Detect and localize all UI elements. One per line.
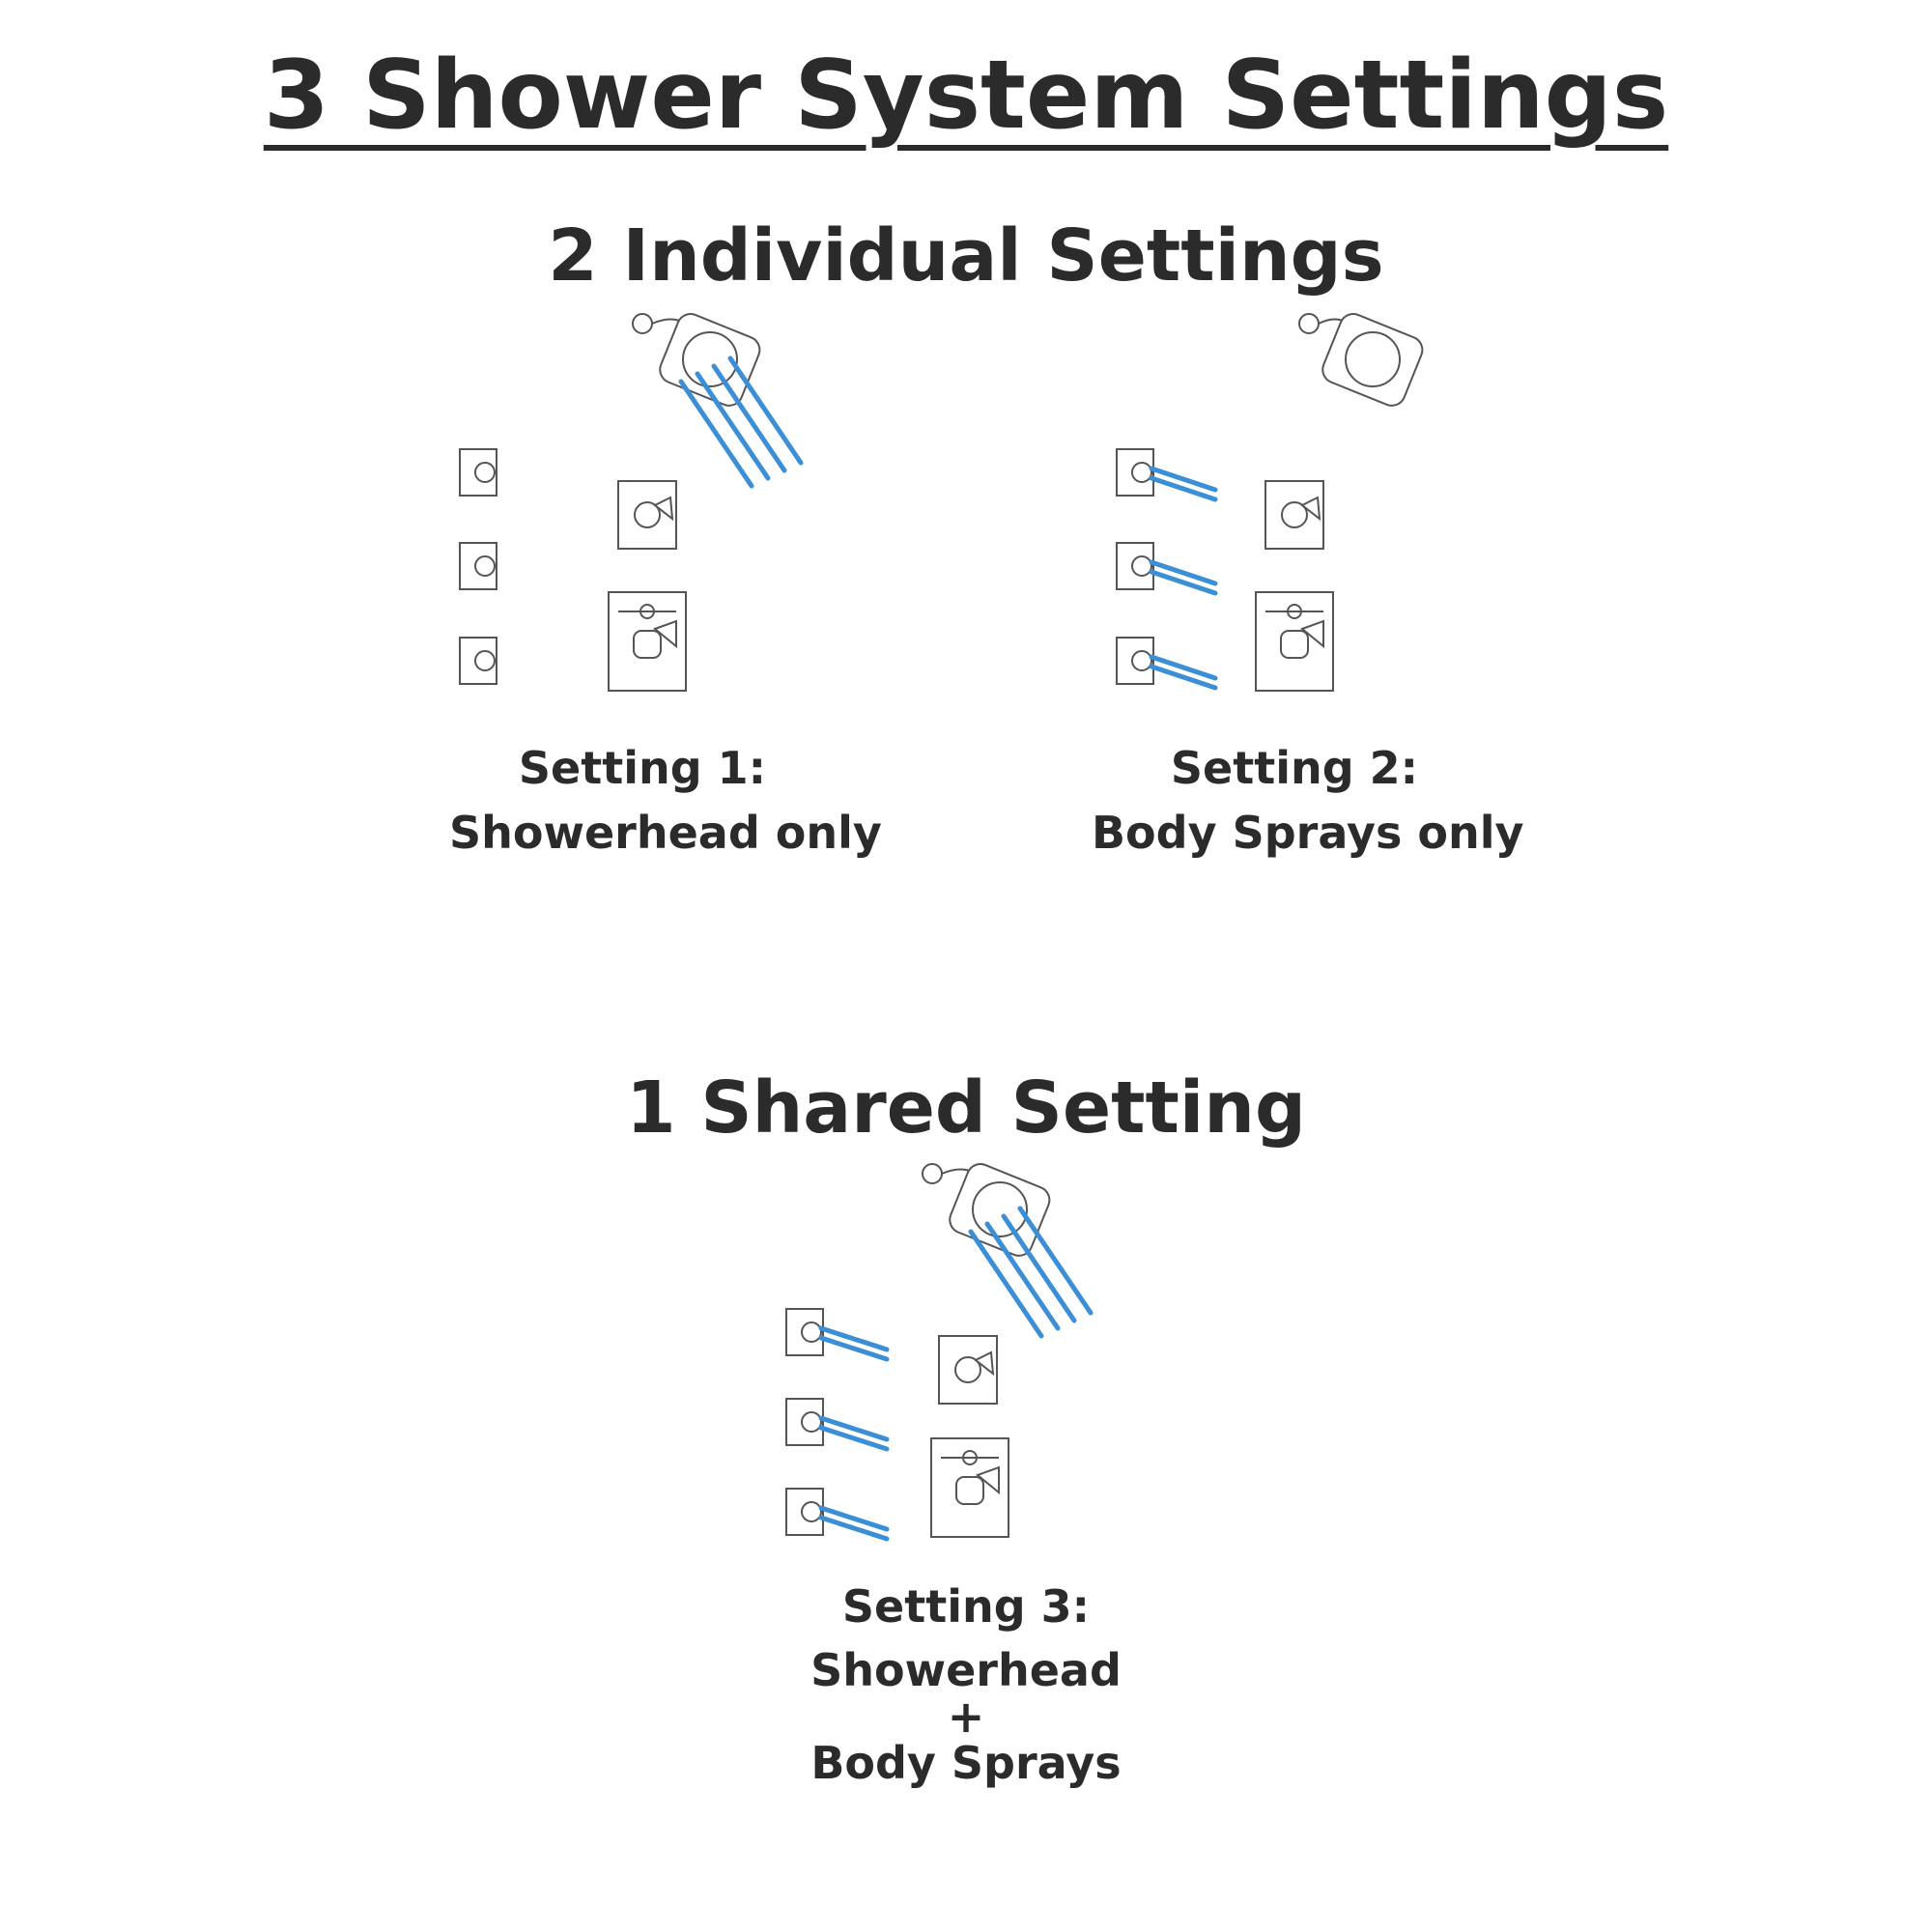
setting-3-showerhead-text: Showerhead (810, 1644, 1122, 1696)
setting-2-label: Setting 2: (1170, 742, 1419, 794)
showerhead-icon (922, 1163, 1051, 1257)
showerhead-icon (1298, 313, 1424, 407)
body-spray-icon (459, 448, 497, 685)
setting-3-label: Setting 3: (841, 1580, 1091, 1633)
setting-2-caption: Setting 2: Body Sprays only (1092, 736, 1524, 865)
diverter-valve-icon (1264, 480, 1324, 550)
body-spray-icon (1116, 448, 1154, 685)
setting-2-diagram (1116, 313, 1424, 692)
setting-1-caption: Setting 1: Showerhead only (449, 736, 882, 865)
setting-3-caption: Setting 3: Showerhead + Body Sprays (773, 1584, 1159, 1785)
thermostatic-valve-icon (608, 591, 687, 692)
setting-3-body-sprays-text: Body Sprays (810, 1737, 1122, 1789)
setting-2-description: Body Sprays only (1092, 806, 1524, 859)
individual-settings-heading: 2 Individual Settings (548, 214, 1384, 298)
spray-lines (968, 1206, 1094, 1339)
setting-1-description: Showerhead only (449, 806, 882, 859)
spray-lines (1149, 466, 1218, 691)
shared-setting-heading: 1 Shared Setting (626, 1066, 1306, 1150)
setting-1-diagram (459, 313, 804, 692)
showerhead-icon (632, 313, 761, 407)
thermostatic-valve-icon (930, 1437, 1009, 1538)
setting-1-label: Setting 1: (518, 742, 767, 794)
diverter-valve-icon (617, 480, 677, 550)
page-title: 3 Shower System Settings (263, 41, 1669, 151)
plus-sign: + (947, 1690, 985, 1743)
setting-3-diagram (785, 1163, 1094, 1542)
diverter-valve-icon (938, 1335, 998, 1405)
spray-lines (678, 355, 804, 489)
thermostatic-valve-icon (1255, 591, 1334, 692)
spray-lines (818, 1325, 890, 1542)
body-spray-icon (785, 1308, 824, 1536)
